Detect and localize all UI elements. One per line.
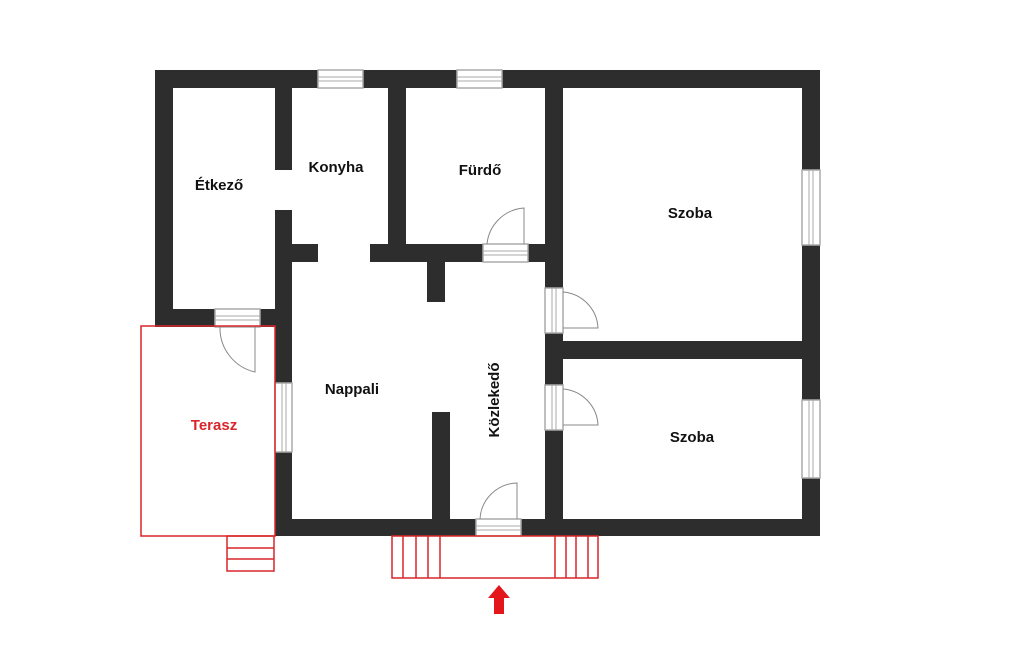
entrance-arrow-icon	[488, 585, 510, 614]
windows	[274, 69, 821, 479]
room-label-furdo: Fürdő	[459, 162, 502, 179]
room-label-nappali: Nappali	[325, 381, 379, 398]
room-label-szoba-1: Szoba	[668, 205, 713, 222]
room-label-szoba-2: Szoba	[670, 429, 715, 446]
room-label-terasz: Terasz	[191, 417, 237, 434]
room-label-konyha: Konyha	[308, 159, 364, 176]
room-label-kozlekedo: Közlekedő	[486, 362, 503, 437]
terrace-and-steps	[140, 325, 599, 579]
walls	[155, 70, 820, 536]
room-label-etkezo: Étkező	[195, 177, 243, 194]
